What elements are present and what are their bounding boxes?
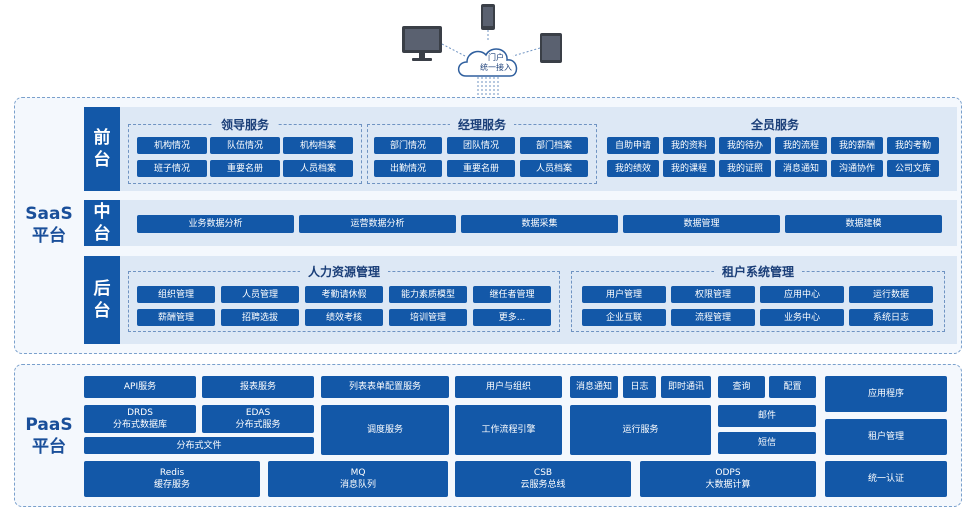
- paas-mq[interactable]: MQ 消息队列: [268, 461, 448, 497]
- hr-management-title: 人力资源管理: [299, 264, 389, 280]
- hr-item[interactable]: 考勤请休假: [305, 286, 383, 303]
- middle-item[interactable]: 运营数据分析: [299, 215, 456, 233]
- device-cloud-diagram: [402, 4, 562, 97]
- hr-item[interactable]: 招聘选拔: [221, 309, 299, 326]
- leader-item[interactable]: 机构档案: [283, 137, 353, 154]
- manager-item[interactable]: 人员档案: [520, 160, 588, 177]
- back-tab: 后 台: [84, 256, 120, 344]
- tablet-icon: [540, 33, 562, 63]
- paas-query[interactable]: 查询: [718, 376, 765, 398]
- staff-item[interactable]: 我的待办: [719, 137, 771, 154]
- staff-item[interactable]: 公司文库: [887, 160, 939, 177]
- paas-app[interactable]: 应用程序: [825, 376, 947, 412]
- paas-report-service[interactable]: 报表服务: [202, 376, 314, 398]
- hr-item[interactable]: 组织管理: [137, 286, 215, 303]
- tenant-item[interactable]: 用户管理: [582, 286, 666, 303]
- cloud-icon: [457, 48, 518, 77]
- staff-item[interactable]: 我的薪酬: [831, 137, 883, 154]
- paas-runtime[interactable]: 运行服务: [570, 405, 711, 455]
- paas-workflow[interactable]: 工作流程引擎: [455, 405, 562, 455]
- paas-label: PaaS 平台: [25, 415, 73, 457]
- staff-item[interactable]: 我的资料: [663, 137, 715, 154]
- staff-item[interactable]: 我的绩效: [607, 160, 659, 177]
- tenant-item[interactable]: 企业互联: [582, 309, 666, 326]
- paas-auth[interactable]: 统一认证: [825, 461, 947, 497]
- paas-drds[interactable]: DRDS 分布式数据库: [84, 405, 196, 433]
- paas-mail[interactable]: 邮件: [718, 405, 816, 427]
- leader-item[interactable]: 机构情况: [137, 137, 207, 154]
- paas-msg[interactable]: 消息通知: [570, 376, 618, 398]
- middle-item[interactable]: 数据建模: [785, 215, 942, 233]
- paas-user-org[interactable]: 用户与组织: [455, 376, 562, 398]
- paas-redis[interactable]: Redis 缓存服务: [84, 461, 260, 497]
- staff-item[interactable]: 我的流程: [775, 137, 827, 154]
- hr-item[interactable]: 更多...: [473, 309, 551, 326]
- front-tab: 前 台: [84, 107, 120, 191]
- middle-item[interactable]: 业务数据分析: [137, 215, 294, 233]
- hr-item[interactable]: 能力素质模型: [389, 286, 467, 303]
- paas-dfs[interactable]: 分布式文件: [84, 437, 314, 454]
- leader-item[interactable]: 队伍情况: [210, 137, 280, 154]
- tenant-item[interactable]: 运行数据: [849, 286, 933, 303]
- paas-schedule[interactable]: 调度服务: [321, 405, 449, 455]
- hr-item[interactable]: 继任者管理: [473, 286, 551, 303]
- leader-item[interactable]: 班子情况: [137, 160, 207, 177]
- leader-item[interactable]: 重要名册: [210, 160, 280, 177]
- tenant-item[interactable]: 应用中心: [760, 286, 844, 303]
- middle-item[interactable]: 数据采集: [461, 215, 618, 233]
- leader-services-title: 领导服务: [212, 117, 278, 133]
- tenant-item[interactable]: 流程管理: [671, 309, 755, 326]
- leader-item[interactable]: 人员档案: [283, 160, 353, 177]
- paas-odps[interactable]: ODPS 大数据计算: [640, 461, 816, 497]
- paas-edas[interactable]: EDAS 分布式服务: [202, 405, 314, 433]
- staff-item[interactable]: 我的课程: [663, 160, 715, 177]
- middle-tab: 中 台: [84, 200, 120, 246]
- manager-item[interactable]: 重要名册: [447, 160, 515, 177]
- staff-item[interactable]: 我的证照: [719, 160, 771, 177]
- paas-tenant[interactable]: 租户管理: [825, 419, 947, 455]
- staff-services-title: 全员服务: [750, 118, 800, 132]
- monitor-icon: [402, 26, 442, 61]
- hr-item[interactable]: 培训管理: [389, 309, 467, 326]
- hr-item[interactable]: 人员管理: [221, 286, 299, 303]
- tenant-system-title: 租户系统管理: [713, 264, 803, 280]
- saas-label: SaaS 平台: [25, 204, 73, 246]
- manager-item[interactable]: 部门情况: [374, 137, 442, 154]
- paas-config[interactable]: 配置: [769, 376, 816, 398]
- cloud-label: 门户 统一接入: [480, 53, 512, 72]
- hr-item[interactable]: 薪酬管理: [137, 309, 215, 326]
- staff-item[interactable]: 消息通知: [775, 160, 827, 177]
- phone-icon: [481, 4, 495, 30]
- staff-item[interactable]: 我的考勤: [887, 137, 939, 154]
- paas-sms[interactable]: 短信: [718, 432, 816, 454]
- manager-item[interactable]: 出勤情况: [374, 160, 442, 177]
- middle-item[interactable]: 数据管理: [623, 215, 780, 233]
- manager-item[interactable]: 团队情况: [447, 137, 515, 154]
- paas-listform-service[interactable]: 列表表单配置服务: [321, 376, 449, 398]
- staff-item[interactable]: 自助申请: [607, 137, 659, 154]
- tenant-item[interactable]: 业务中心: [760, 309, 844, 326]
- paas-im[interactable]: 即时通讯: [661, 376, 711, 398]
- paas-api-service[interactable]: API服务: [84, 376, 196, 398]
- tenant-item[interactable]: 权限管理: [671, 286, 755, 303]
- manager-item[interactable]: 部门档案: [520, 137, 588, 154]
- paas-csb[interactable]: CSB 云服务总线: [455, 461, 631, 497]
- paas-log[interactable]: 日志: [623, 376, 656, 398]
- tenant-item[interactable]: 系统日志: [849, 309, 933, 326]
- manager-services-title: 经理服务: [449, 117, 515, 133]
- staff-item[interactable]: 沟通协作: [831, 160, 883, 177]
- hr-item[interactable]: 绩效考核: [305, 309, 383, 326]
